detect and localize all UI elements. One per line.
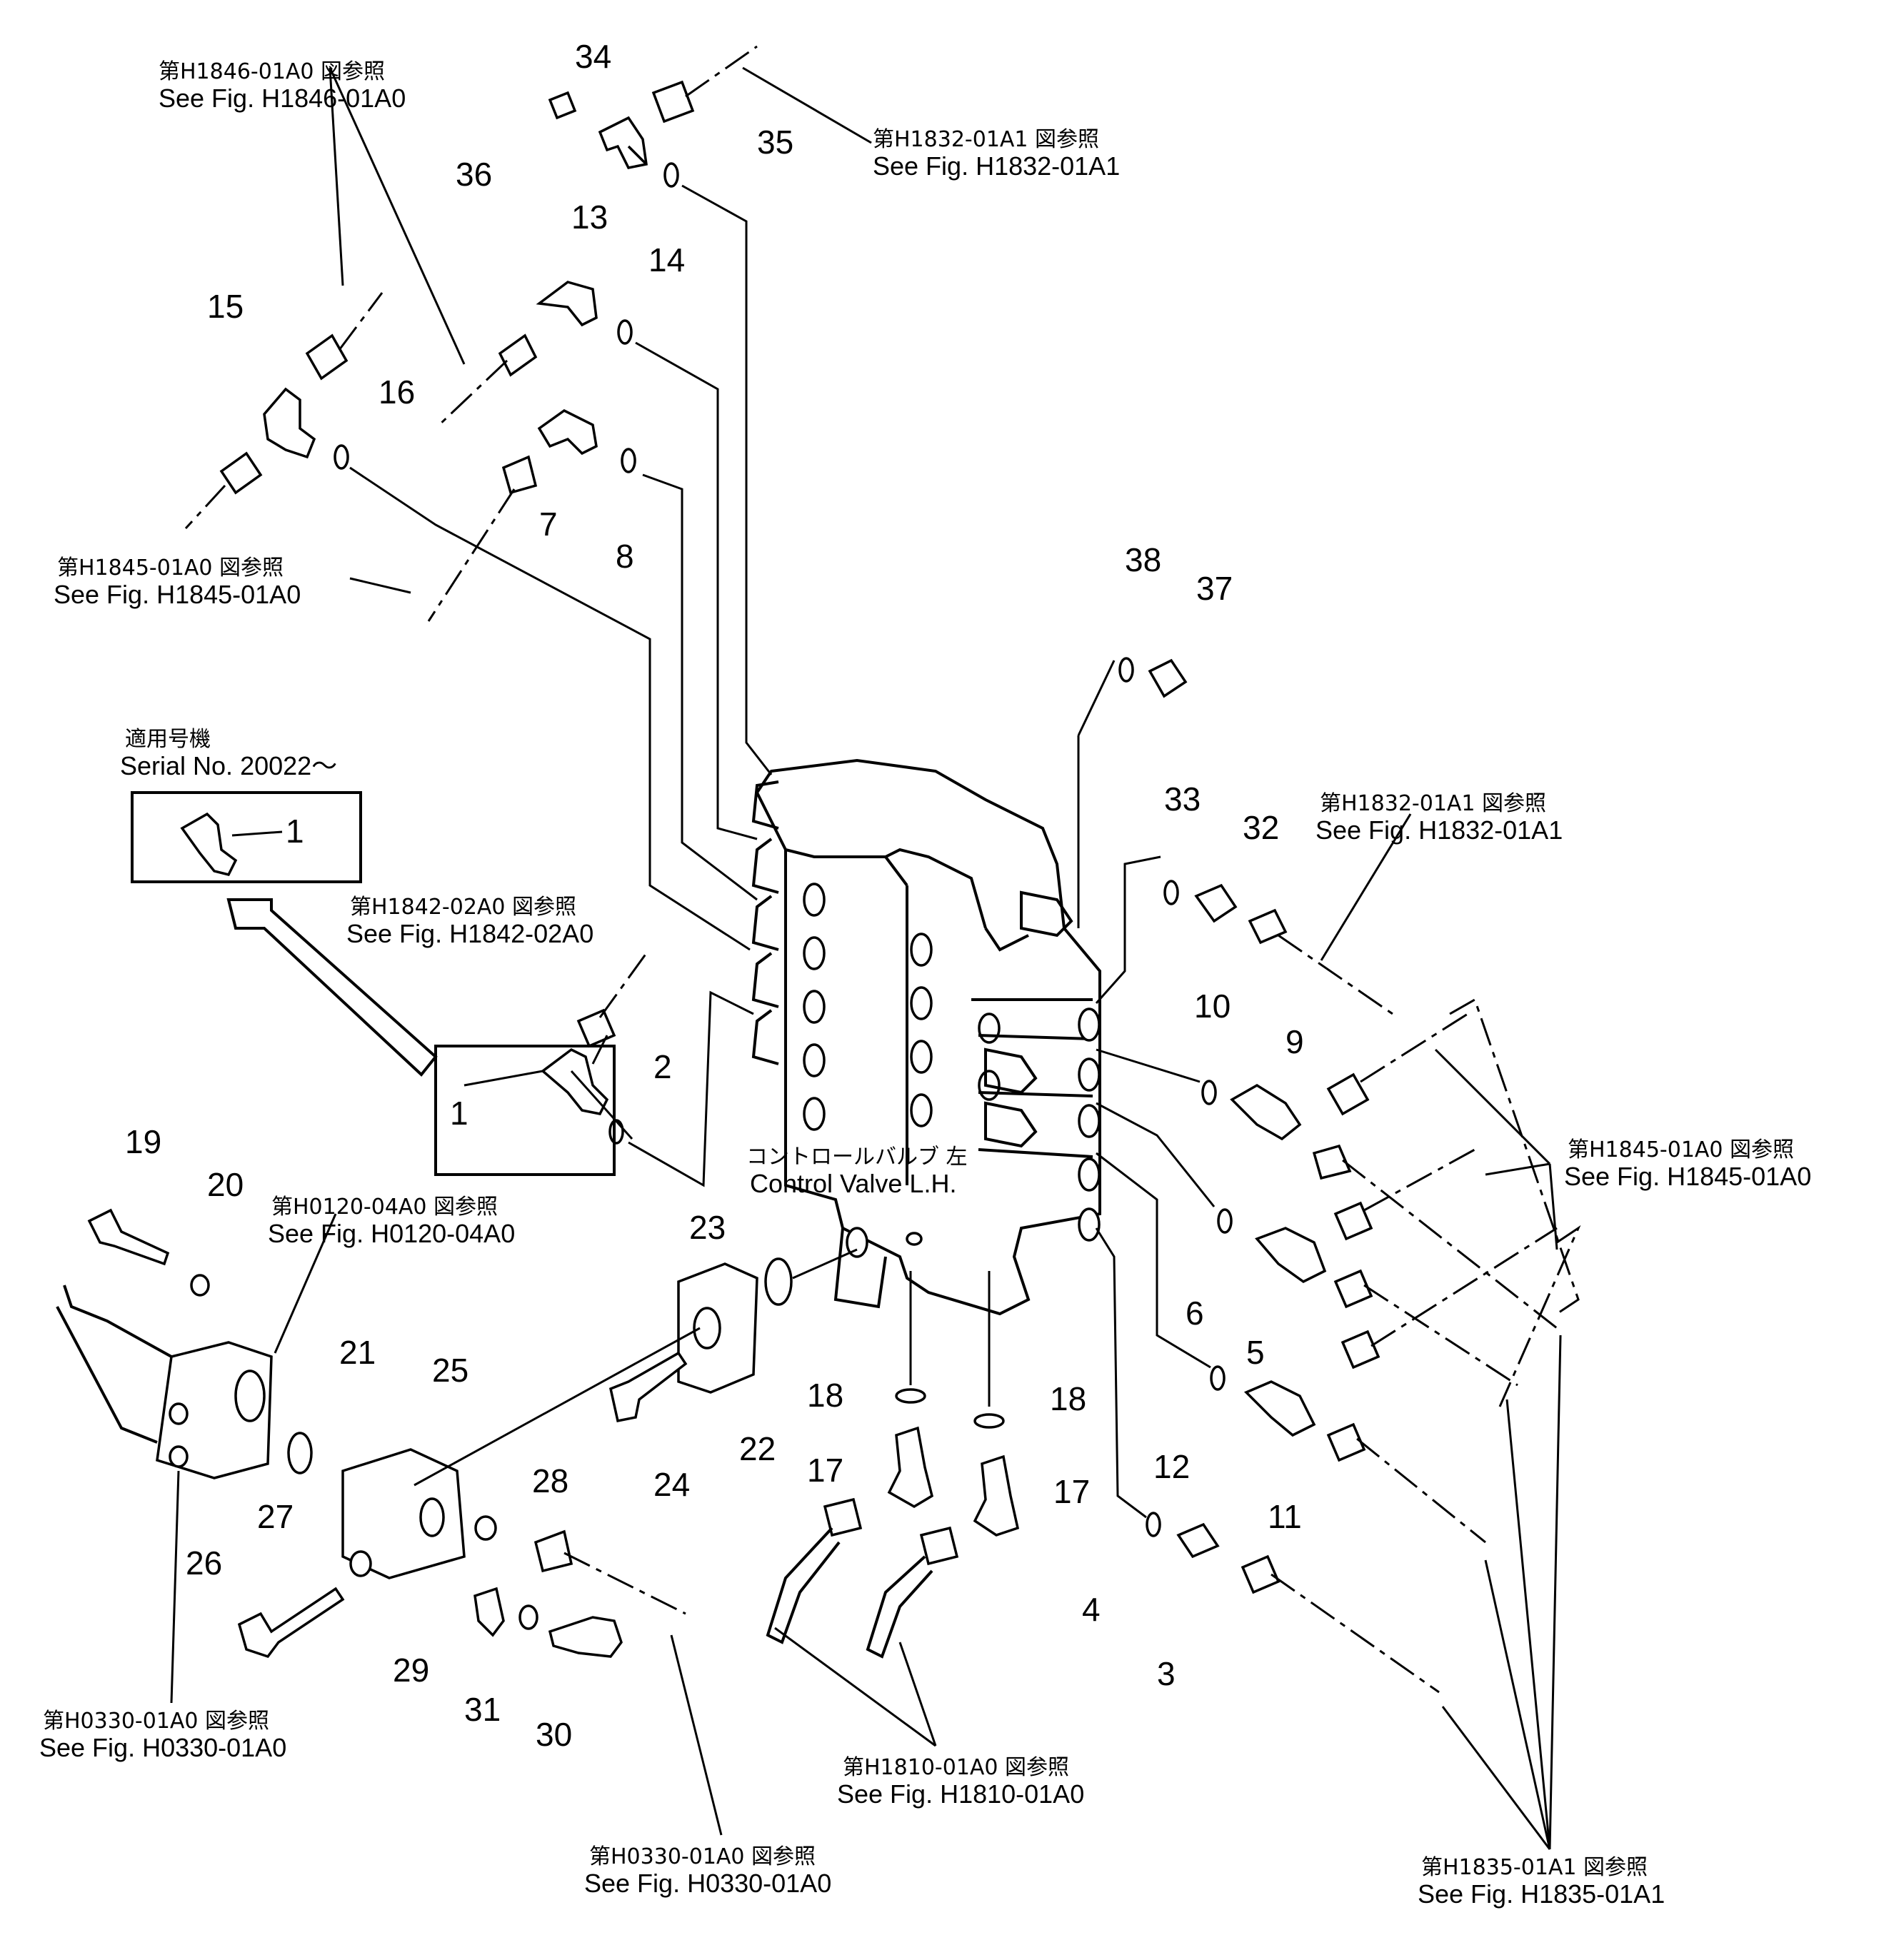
label-6: 6 bbox=[1186, 1295, 1204, 1332]
ref-h1835-jp: 第H1835-01A1 図参照 bbox=[1421, 1855, 1648, 1880]
reference-arrows bbox=[170, 66, 1562, 1850]
label-2: 2 bbox=[653, 1048, 672, 1085]
ref-h1810-en: See Fig. H1810-01A0 bbox=[837, 1779, 1084, 1809]
control-valve-body bbox=[751, 758, 1101, 1316]
label-16: 16 bbox=[379, 373, 415, 411]
label-19: 19 bbox=[125, 1123, 161, 1160]
ref-h0120-en: See Fig. H0120-04A0 bbox=[268, 1219, 515, 1248]
ref-h0330-bottom-jp: 第H0330-01A0 図参照 bbox=[589, 1844, 816, 1869]
label-3: 3 bbox=[1157, 1655, 1176, 1692]
label-17a: 17 bbox=[807, 1452, 843, 1489]
label-30: 30 bbox=[536, 1716, 572, 1753]
part-labels: 1 1 2 3 4 5 6 7 8 9 10 11 12 13 14 15 16… bbox=[125, 38, 1304, 1753]
label-27: 27 bbox=[257, 1498, 294, 1535]
ref-h1845-right-jp: 第H1845-01A0 図参照 bbox=[1568, 1137, 1794, 1162]
serial-jp: 適用号機 bbox=[125, 727, 211, 752]
ref-h1832-top-en: See Fig. H1832-01A1 bbox=[873, 151, 1120, 181]
label-18b: 18 bbox=[1050, 1380, 1086, 1417]
label-34: 34 bbox=[575, 38, 611, 75]
label-22: 22 bbox=[739, 1430, 776, 1467]
label-7: 7 bbox=[539, 506, 558, 543]
ref-h1842-en: See Fig. H1842-02A0 bbox=[346, 919, 593, 948]
label-25: 25 bbox=[432, 1352, 469, 1389]
label-29: 29 bbox=[393, 1652, 429, 1689]
label-31: 31 bbox=[464, 1691, 501, 1728]
label-10: 10 bbox=[1194, 987, 1231, 1025]
ref-h0330-left-en: See Fig. H0330-01A0 bbox=[39, 1733, 286, 1762]
fitting-parts bbox=[56, 45, 1581, 1694]
label-8: 8 bbox=[616, 538, 634, 575]
label-12: 12 bbox=[1153, 1448, 1190, 1485]
ref-h1845-left-en: See Fig. H1845-01A0 bbox=[54, 580, 301, 609]
ref-h1835-en: See Fig. H1835-01A1 bbox=[1418, 1879, 1665, 1909]
serial-en: Serial No. 20022～ bbox=[120, 751, 337, 780]
label-17b: 17 bbox=[1053, 1473, 1090, 1510]
label-11: 11 bbox=[1268, 1498, 1302, 1535]
ref-h1846-jp: 第H1846-01A0 図参照 bbox=[159, 59, 385, 84]
label-35: 35 bbox=[757, 124, 793, 161]
label-33: 33 bbox=[1164, 780, 1201, 818]
leader-lines bbox=[349, 184, 1216, 1519]
serial-inset bbox=[131, 791, 616, 1176]
ref-h1846-en: See Fig. H1846-01A0 bbox=[159, 84, 406, 113]
reference-callouts: 第H1846-01A0 図参照 See Fig. H1846-01A0 第H18… bbox=[39, 59, 1811, 1909]
label-4: 4 bbox=[1082, 1591, 1101, 1628]
ref-h1845-left-jp: 第H1845-01A0 図参照 bbox=[57, 556, 284, 581]
label-14: 14 bbox=[648, 241, 685, 278]
control-valve-jp: コントロールバルブ 左 bbox=[746, 1145, 968, 1170]
label-15: 15 bbox=[207, 288, 244, 325]
control-valve-en: Control Valve L.H. bbox=[750, 1169, 956, 1198]
ref-h0330-left-jp: 第H0330-01A0 図参照 bbox=[43, 1709, 269, 1734]
ref-h0330-bottom-en: See Fig. H0330-01A0 bbox=[584, 1869, 831, 1898]
label-1-inset: 1 bbox=[286, 813, 304, 850]
label-23: 23 bbox=[689, 1209, 726, 1246]
ref-h1832-right-jp: 第H1832-01A1 図参照 bbox=[1320, 791, 1546, 816]
label-21: 21 bbox=[339, 1334, 376, 1371]
label-5: 5 bbox=[1246, 1334, 1265, 1371]
label-37: 37 bbox=[1196, 570, 1233, 607]
label-9: 9 bbox=[1286, 1023, 1304, 1060]
ref-h1845-right-en: See Fig. H1845-01A0 bbox=[1564, 1162, 1811, 1191]
ref-h1832-top-jp: 第H1832-01A1 図参照 bbox=[873, 127, 1099, 152]
ref-h1832-right-en: See Fig. H1832-01A1 bbox=[1316, 815, 1563, 845]
label-28: 28 bbox=[532, 1462, 568, 1499]
ref-h1810-jp: 第H1810-01A0 図参照 bbox=[843, 1755, 1069, 1780]
label-32: 32 bbox=[1243, 809, 1279, 846]
label-26: 26 bbox=[186, 1544, 222, 1582]
ref-h0120-jp: 第H0120-04A0 図参照 bbox=[271, 1195, 498, 1220]
label-1: 1 bbox=[450, 1095, 469, 1132]
label-38: 38 bbox=[1125, 541, 1161, 578]
label-13: 13 bbox=[571, 198, 608, 236]
label-18a: 18 bbox=[807, 1377, 843, 1414]
label-24: 24 bbox=[653, 1466, 690, 1503]
ref-h1842-jp: 第H1842-02A0 図参照 bbox=[350, 895, 576, 920]
label-20: 20 bbox=[207, 1166, 244, 1203]
label-36: 36 bbox=[456, 156, 492, 193]
